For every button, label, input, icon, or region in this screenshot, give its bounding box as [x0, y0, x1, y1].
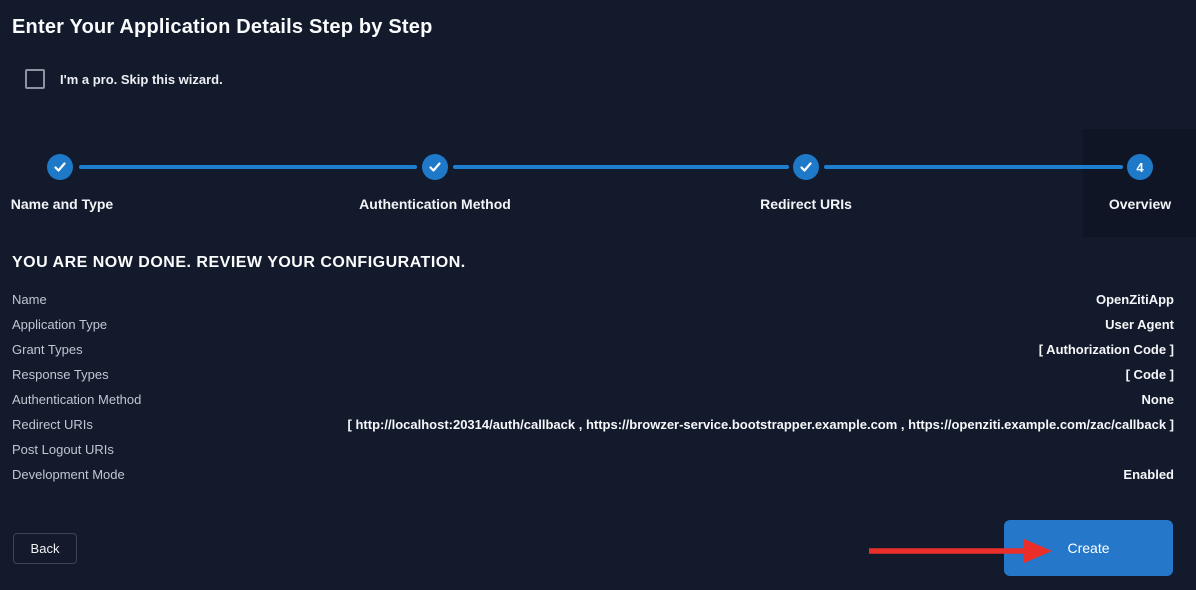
- row-value: User Agent: [1105, 317, 1174, 332]
- review-row-application-type: Application Type User Agent: [12, 312, 1174, 337]
- skip-wizard-checkbox-row[interactable]: I'm a pro. Skip this wizard.: [25, 69, 223, 89]
- step-2-done-indicator: [422, 154, 448, 180]
- step-label-overview: Overview: [1108, 196, 1172, 212]
- back-button[interactable]: Back: [13, 533, 77, 564]
- row-label: Name: [12, 292, 47, 307]
- review-row-redirect-uris: Redirect URIs [ http://localhost:20314/a…: [12, 412, 1174, 437]
- review-row-name: Name OpenZitiApp: [12, 287, 1174, 312]
- wizard-stepper: 4 Name and Type Authentication Method Re…: [0, 128, 1196, 238]
- step-1-done-indicator: [47, 154, 73, 180]
- step-connector-line: [824, 165, 1123, 169]
- check-icon: [800, 162, 812, 172]
- row-label: Response Types: [12, 367, 109, 382]
- review-row-response-types: Response Types [ Code ]: [12, 362, 1174, 387]
- row-label: Development Mode: [12, 467, 125, 482]
- step-label-redirect-uris: Redirect URIs: [760, 196, 852, 212]
- review-section-heading: YOU ARE NOW DONE. REVIEW YOUR CONFIGURAT…: [12, 254, 466, 271]
- row-label: Authentication Method: [12, 392, 142, 407]
- step-connector-line: [79, 165, 417, 169]
- page-title: Enter Your Application Details Step by S…: [12, 16, 433, 38]
- create-button[interactable]: Create: [1004, 520, 1173, 576]
- step-label-name-and-type: Name and Type: [10, 196, 114, 212]
- skip-wizard-checkbox-label: I'm a pro. Skip this wizard.: [60, 71, 223, 87]
- row-value: OpenZitiApp: [1096, 292, 1174, 307]
- review-row-development-mode: Development Mode Enabled: [12, 462, 1174, 487]
- row-label: Post Logout URIs: [12, 442, 114, 457]
- step-4-current-indicator: 4: [1127, 154, 1153, 180]
- row-value: [ Authorization Code ]: [1038, 342, 1174, 357]
- row-label: Grant Types: [12, 342, 83, 357]
- review-rows: Name OpenZitiApp Application Type User A…: [12, 287, 1174, 487]
- row-value: [ http://localhost:20314/auth/callback ,…: [347, 417, 1174, 432]
- check-icon: [54, 162, 66, 172]
- row-label: Application Type: [12, 317, 108, 332]
- row-value: Enabled: [1123, 467, 1174, 482]
- current-step-highlight-panel: [1083, 129, 1196, 237]
- step-3-done-indicator: [793, 154, 819, 180]
- row-value: [ Code ]: [1125, 367, 1174, 382]
- review-row-post-logout-uris: Post Logout URIs: [12, 437, 1174, 462]
- skip-wizard-checkbox[interactable]: [25, 69, 45, 89]
- review-row-grant-types: Grant Types [ Authorization Code ]: [12, 337, 1174, 362]
- row-label: Redirect URIs: [12, 417, 93, 432]
- review-row-authentication-method: Authentication Method None: [12, 387, 1174, 412]
- check-icon: [429, 162, 441, 172]
- row-value: None: [1141, 392, 1175, 407]
- step-connector-line: [453, 165, 789, 169]
- step-label-authentication-method: Authentication Method: [359, 196, 511, 212]
